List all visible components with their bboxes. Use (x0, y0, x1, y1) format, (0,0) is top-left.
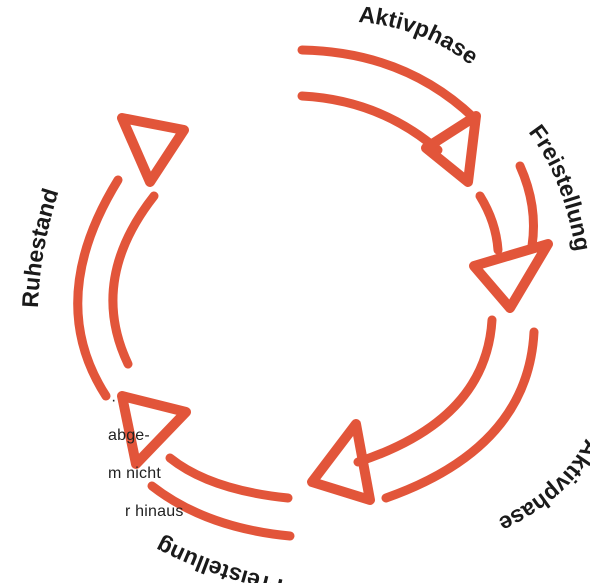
arc-stroke (297, 45, 479, 123)
phase-label-ruhestand: Ruhestand (17, 185, 64, 308)
arc-ruhestand-left (73, 113, 189, 401)
arc-stroke (297, 91, 443, 155)
phase-label-aktivphase-bottom: Aktivphase (495, 436, 590, 538)
arc-freistellung-bottom (117, 391, 295, 541)
arc-aktivphase-lower-right (307, 315, 539, 505)
arc-stroke (108, 191, 159, 369)
arc-stroke (165, 453, 293, 503)
arc-freistellung-right (469, 161, 553, 313)
text-fragment-line-1: abge- (108, 427, 150, 444)
arc-stroke (353, 315, 497, 467)
arc-stroke (515, 161, 538, 251)
text-fragment-line-2: m nicht (108, 465, 161, 482)
arc-aktivphase-top (297, 45, 481, 187)
arc-stroke (475, 191, 503, 255)
arc-stroke (381, 327, 539, 503)
label-path: Freistellung (152, 533, 285, 588)
arc-stroke (73, 175, 123, 401)
label-path: Ruhestand (17, 185, 64, 308)
arrowhead (117, 391, 191, 469)
phase-label-freistellung-bottom: Freistellung (152, 533, 285, 583)
arrowhead (469, 239, 553, 313)
arrowhead (421, 111, 481, 187)
arc-stroke (147, 481, 295, 541)
text-fragment-line-3: r hinaus (125, 503, 184, 520)
text-fragment-dot: · (111, 392, 117, 409)
arrowhead (117, 113, 189, 187)
label-path: Aktivphase (495, 436, 590, 538)
arrowhead (307, 419, 375, 505)
